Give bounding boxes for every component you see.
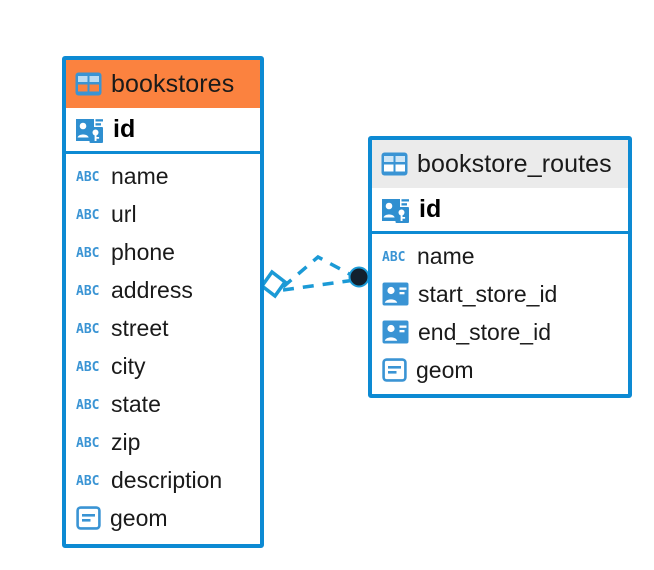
- field-label: name: [417, 242, 475, 269]
- foreign-key-icon: [382, 320, 409, 344]
- abc-text-icon: ABC: [76, 473, 102, 489]
- geometry-icon: [76, 506, 101, 530]
- abc-text-icon: ABC: [76, 169, 102, 185]
- primary-key-row[interactable]: id: [372, 188, 628, 234]
- svg-text:ABC: ABC: [76, 322, 99, 336]
- svg-text:ABC: ABC: [76, 170, 99, 184]
- field-row[interactable]: ABC description: [66, 461, 260, 499]
- field-row[interactable]: ABC phone: [66, 233, 260, 271]
- abc-text-icon: ABC: [76, 283, 102, 299]
- field-label: start_store_id: [418, 280, 558, 307]
- svg-text:ABC: ABC: [76, 398, 99, 412]
- abc-text-icon: ABC: [382, 249, 408, 265]
- relationship-line-lower: [282, 278, 356, 292]
- abc-text-icon: ABC: [76, 321, 102, 337]
- table-icon: [75, 72, 102, 96]
- primary-key-label: id: [419, 195, 442, 223]
- svg-text:ABC: ABC: [382, 250, 405, 264]
- field-label: street: [111, 314, 169, 341]
- field-row[interactable]: ABC city: [66, 347, 260, 385]
- svg-text:ABC: ABC: [76, 246, 99, 260]
- field-label: description: [111, 466, 223, 493]
- field-row[interactable]: geom: [66, 499, 260, 537]
- field-label: end_store_id: [418, 318, 551, 345]
- abc-text-icon: ABC: [76, 359, 102, 375]
- primary-key-label: id: [113, 115, 136, 143]
- field-list: ABC name start_store_id: [372, 234, 628, 389]
- field-row[interactable]: geom: [372, 351, 628, 389]
- field-row[interactable]: ABC name: [372, 237, 628, 275]
- field-label: zip: [111, 428, 141, 455]
- foreign-key-icon: [382, 282, 409, 306]
- svg-text:ABC: ABC: [76, 284, 99, 298]
- svg-text:ABC: ABC: [76, 360, 99, 374]
- entity-title: bookstores: [111, 69, 235, 98]
- filled-circle-marker: [348, 266, 370, 288]
- field-label: state: [111, 390, 161, 417]
- field-label: phone: [111, 238, 175, 265]
- field-row[interactable]: end_store_id: [372, 313, 628, 351]
- field-label: city: [111, 352, 146, 379]
- field-row[interactable]: ABC state: [66, 385, 260, 423]
- svg-text:ABC: ABC: [76, 208, 99, 222]
- svg-text:ABC: ABC: [76, 436, 99, 450]
- primary-key-icon: [75, 116, 104, 144]
- geometry-icon: [382, 358, 407, 382]
- open-diamond-marker: [259, 269, 288, 299]
- field-row[interactable]: ABC url: [66, 195, 260, 233]
- field-label: url: [111, 200, 137, 227]
- primary-key-row[interactable]: id: [66, 108, 260, 154]
- field-label: geom: [110, 504, 168, 531]
- table-icon: [381, 152, 408, 176]
- field-label: geom: [416, 356, 474, 383]
- entity-table-bookstore-routes[interactable]: bookstore_routes id: [368, 136, 632, 398]
- entity-title: bookstore_routes: [417, 149, 612, 178]
- abc-text-icon: ABC: [76, 207, 102, 223]
- primary-key-icon: [381, 196, 410, 224]
- entity-table-bookstores[interactable]: bookstores id: [62, 56, 264, 548]
- abc-text-icon: ABC: [76, 435, 102, 451]
- field-row[interactable]: start_store_id: [372, 275, 628, 313]
- abc-text-icon: ABC: [76, 397, 102, 413]
- entity-header: bookstore_routes: [372, 140, 628, 188]
- field-label: name: [111, 162, 169, 189]
- entity-header: bookstores: [66, 60, 260, 108]
- field-list: ABC name ABC url ABC pho: [66, 154, 260, 537]
- field-row[interactable]: ABC name: [66, 157, 260, 195]
- relationship-line-upper: [281, 254, 356, 289]
- svg-text:ABC: ABC: [76, 474, 99, 488]
- field-label: address: [111, 276, 193, 303]
- field-row[interactable]: ABC street: [66, 309, 260, 347]
- field-row[interactable]: ABC zip: [66, 423, 260, 461]
- abc-text-icon: ABC: [76, 245, 102, 261]
- field-row[interactable]: ABC address: [66, 271, 260, 309]
